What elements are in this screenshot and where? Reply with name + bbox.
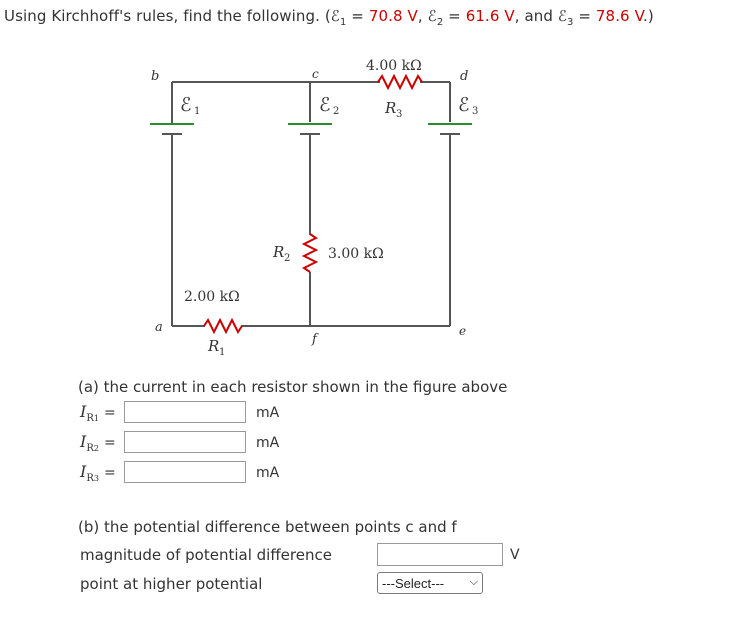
emf1-label: ℰ [180, 94, 192, 116]
node-e-label: e [459, 324, 466, 338]
part-a-prompt: (a) the current in each resistor shown i… [78, 378, 508, 396]
current-r3-input[interactable] [124, 461, 246, 483]
circuit-wires [171, 81, 451, 327]
resistor-r2 [301, 233, 319, 273]
r1-value-label: 2.00 kΩ [184, 289, 240, 305]
magnitude-unit: V [510, 547, 520, 563]
resistor-r3 [377, 73, 423, 91]
emf3-label: ℰ [458, 94, 470, 116]
select-value: ---Select--- [382, 576, 445, 591]
emf1-sub: 1 [194, 106, 200, 117]
chevron-down-icon: ⌵ [469, 576, 478, 588]
r3-sub: 3 [396, 109, 402, 120]
current-r1-unit: mA [256, 405, 280, 421]
node-f-label: f [311, 332, 319, 347]
higher-potential-label: point at higher potential [80, 575, 263, 593]
current-r3-label: IR3 = [80, 462, 116, 485]
r2-sub: 2 [284, 253, 290, 264]
node-d-label: d [460, 69, 468, 84]
node-a-label: a [155, 320, 163, 335]
r1-sub: 1 [219, 347, 225, 358]
magnitude-input[interactable] [377, 543, 503, 566]
higher-potential-select[interactable]: ---Select--- ⌵ [377, 572, 483, 594]
current-r2-input[interactable] [124, 431, 246, 453]
emf3-value: 78.6 V [595, 7, 644, 25]
emf2-value: 61.6 V [465, 7, 515, 25]
current-r2-unit: mA [256, 435, 280, 451]
r3-label: R [384, 99, 396, 117]
r2-label: R [272, 243, 284, 261]
resistor-r1 [203, 317, 243, 335]
node-b-label: b [151, 69, 159, 84]
r1-label: R [207, 337, 219, 355]
r2-value-label: 3.00 kΩ [328, 246, 384, 262]
emf2-sub: 2 [333, 106, 339, 117]
node-c-label: c [312, 67, 319, 81]
magnitude-label: magnitude of potential difference [80, 546, 332, 564]
current-r1-label: IR1 = [80, 402, 116, 425]
emf3-sub: 3 [472, 106, 478, 117]
part-b-prompt: (b) the potential difference between poi… [78, 518, 457, 536]
current-r1-input[interactable] [124, 401, 246, 423]
emf2-label: ℰ [319, 94, 331, 116]
emf1-value: 70.8 V [368, 7, 418, 25]
question-text: Using Kirchhoff's rules, find the follow… [4, 7, 654, 28]
r3-value-label: 4.00 kΩ [366, 58, 422, 74]
current-r2-label: IR2 = [80, 432, 116, 455]
current-r3-unit: mA [256, 465, 280, 481]
